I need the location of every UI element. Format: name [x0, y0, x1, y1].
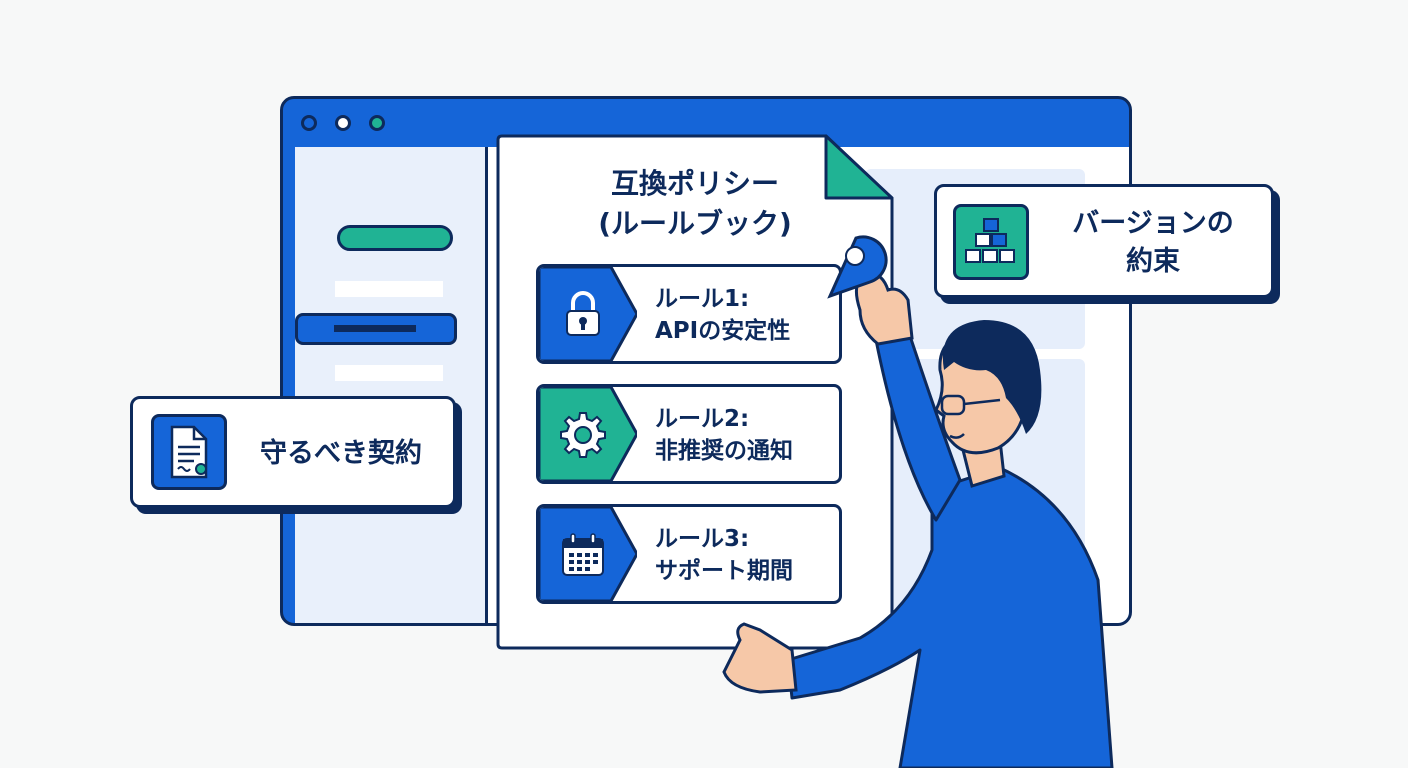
- rule-description: サポート期間: [655, 558, 793, 584]
- block-pyramid-icon: [953, 204, 1029, 280]
- person-lower-hand: [722, 622, 798, 694]
- window-control-dot[interactable]: [301, 115, 317, 131]
- rule-description: 非推奨の通知: [655, 438, 793, 464]
- rule-card-3[interactable]: ルール3: サポート期間: [536, 504, 842, 604]
- contract-document-glyph: [170, 425, 208, 479]
- person-smile: [949, 433, 965, 439]
- pin-hole: [845, 246, 865, 266]
- calendar-icon: [562, 533, 604, 576]
- glasses-icon: [940, 394, 1001, 416]
- rule-label: ルール1:: [655, 286, 750, 312]
- sidebar-placeholder-line: [335, 281, 443, 297]
- rule-label: ルール2:: [655, 406, 750, 432]
- document-title-line2: (ルールブック): [598, 207, 792, 240]
- version-callout-line2: 約束: [1126, 246, 1180, 277]
- block-pyramid-glyph: [965, 218, 1015, 263]
- rule-label: ルール3:: [655, 526, 750, 552]
- document-title: 互換ポリシー (ルールブック): [496, 164, 894, 244]
- version-callout-line1: バージョンの: [1072, 208, 1234, 239]
- version-callout-text: バージョンの 約束: [1047, 205, 1259, 281]
- person-hair: [942, 320, 1042, 434]
- rule-text: ルール2: 非推奨の通知: [655, 403, 793, 467]
- contract-document-icon: [151, 414, 227, 490]
- person-body: [786, 466, 1114, 768]
- rule-card-2[interactable]: ルール2: 非推奨の通知: [536, 384, 842, 484]
- window-control-dot[interactable]: [335, 115, 351, 131]
- rule-text: ルール1: APIの安定性: [655, 283, 790, 347]
- sidebar-item-active[interactable]: [295, 313, 457, 345]
- person-raised-arm: [874, 334, 962, 522]
- gear-icon: [560, 412, 606, 458]
- rule-description: APIの安定性: [655, 318, 791, 344]
- rule-text: ルール3: サポート期間: [655, 523, 793, 587]
- pin-icon: [827, 235, 888, 299]
- sidebar-header-pill[interactable]: [337, 225, 453, 251]
- document-title-line1: 互換ポリシー: [610, 167, 779, 200]
- contract-callout: 守るべき契約: [130, 396, 456, 508]
- window-control-dot[interactable]: [369, 115, 385, 131]
- sidebar: [295, 147, 488, 623]
- sidebar-placeholder-line: [335, 365, 443, 381]
- version-callout: バージョンの 約束: [934, 184, 1274, 298]
- person-illustration: [722, 235, 1114, 768]
- contract-callout-text: 守るべき契約: [260, 438, 422, 469]
- lock-icon: [566, 291, 600, 336]
- rule-card-1[interactable]: ルール1: APIの安定性: [536, 264, 842, 364]
